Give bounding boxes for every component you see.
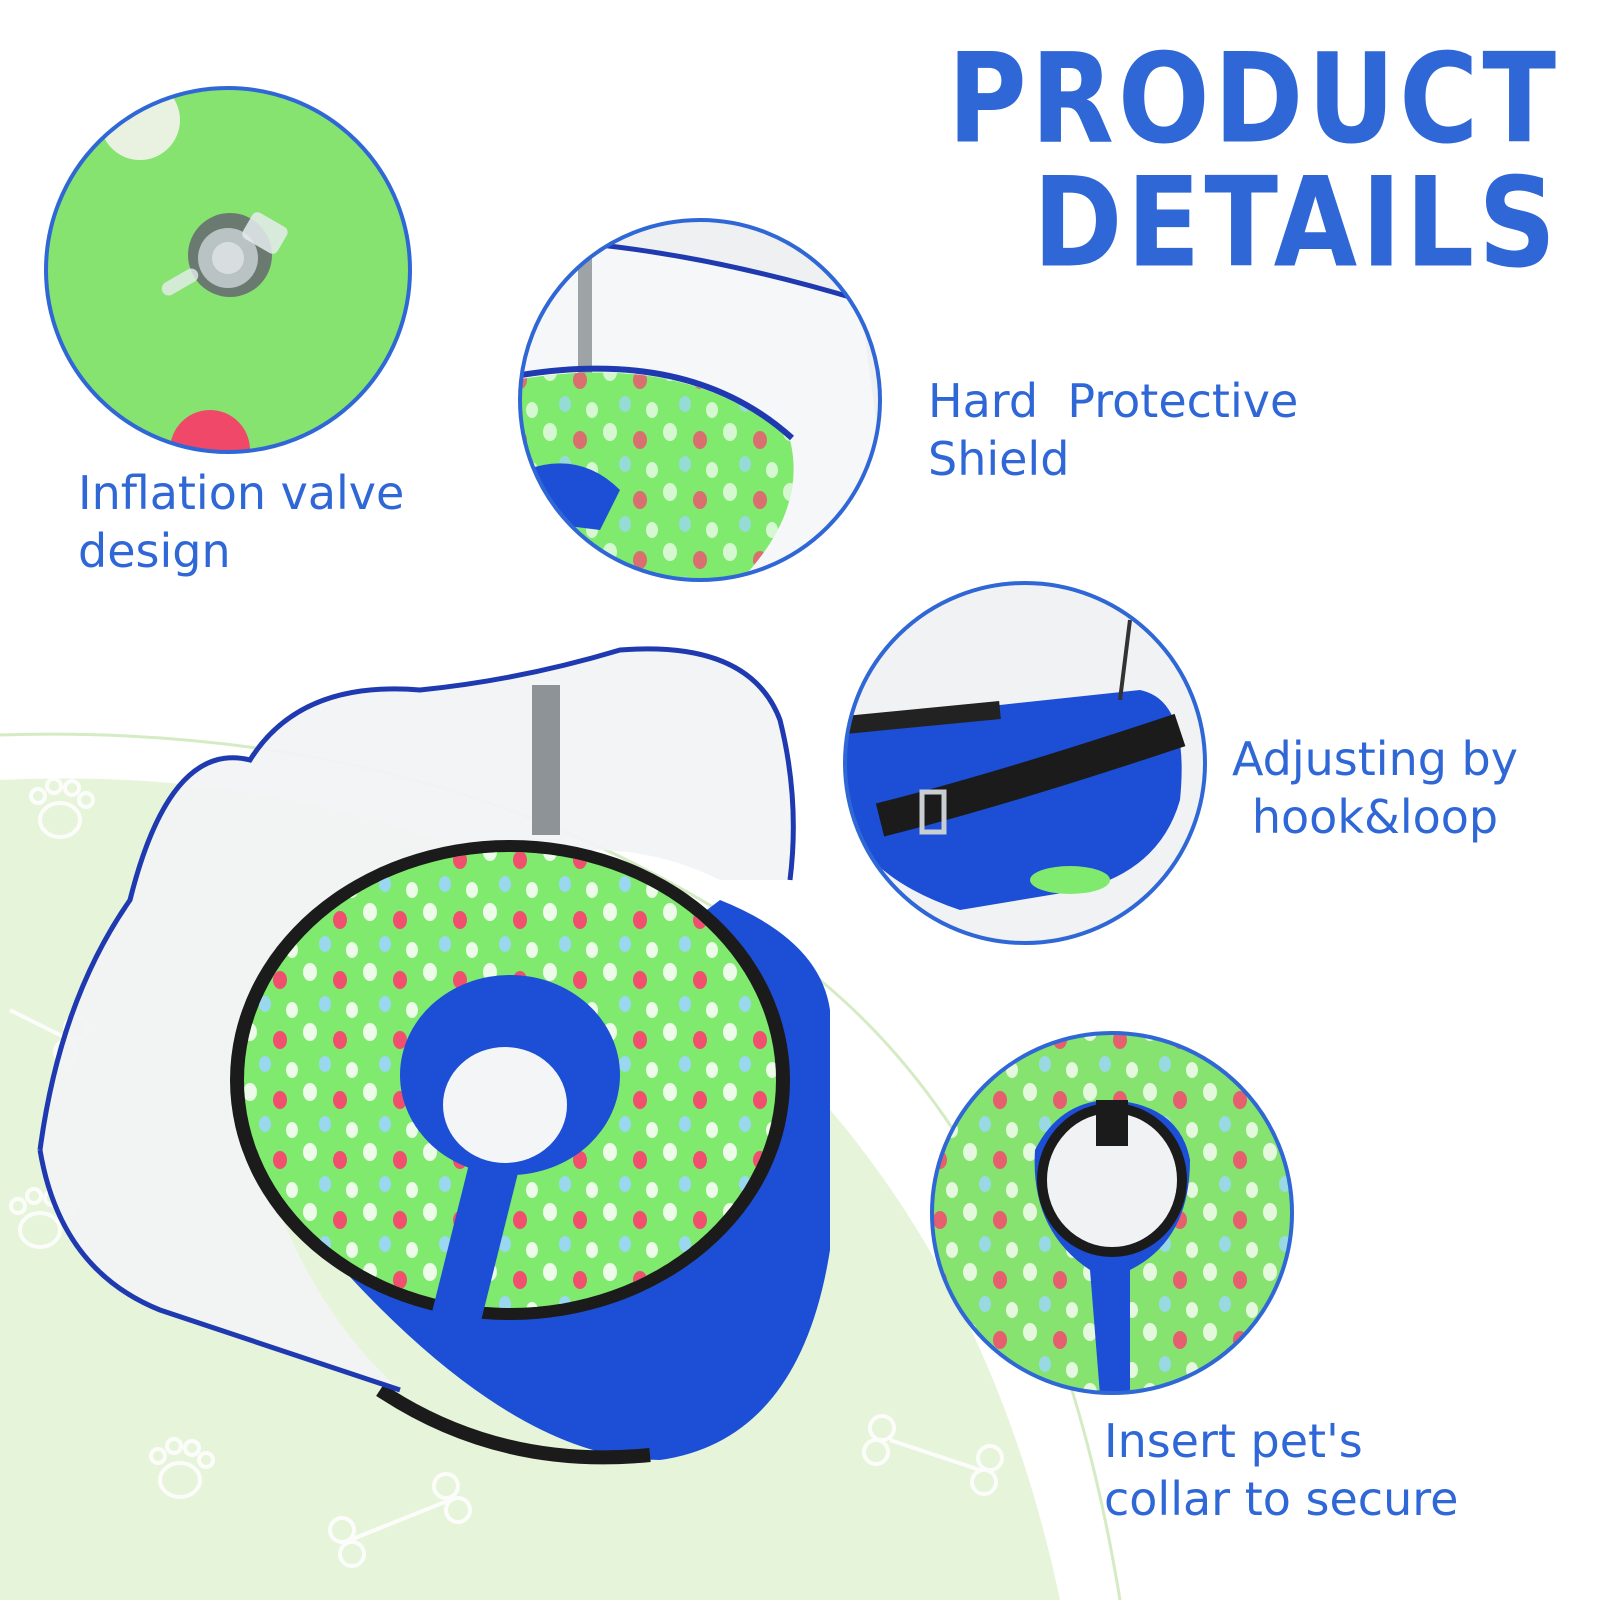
caption-line: Inflation valve: [78, 466, 405, 520]
bone-icon: [862, 1414, 1004, 1496]
main-product-image: [37, 646, 830, 1465]
caption-inflation-valve: Inflation valve design: [78, 464, 404, 580]
caption-line: Hard Protective: [928, 374, 1299, 428]
paw-print-icon: [149, 1437, 215, 1499]
caption-collar-insert: Insert pet's collar to secure: [1104, 1412, 1458, 1528]
strap-detail-photo: [845, 583, 1205, 943]
caption-line: Insert pet's: [1104, 1414, 1363, 1468]
caption-line: hook&loop: [1251, 790, 1499, 844]
caption-hook-loop: Adjusting by hook&loop: [1232, 730, 1518, 846]
paw-print-icon: [29, 777, 95, 839]
page-title: PRODUCT DETAILS: [947, 27, 1560, 296]
shield-detail-photo: [520, 220, 880, 580]
caption-line: collar to secure: [1104, 1472, 1459, 1526]
bone-icon: [328, 1472, 472, 1568]
valve-detail-photo: [46, 88, 410, 452]
collar-detail-photo: [932, 1033, 1292, 1393]
caption-line: Shield: [928, 432, 1070, 486]
caption-line: design: [78, 524, 231, 578]
caption-line: Adjusting by: [1232, 732, 1518, 786]
caption-protective-shield: Hard Protective Shield: [928, 372, 1298, 488]
